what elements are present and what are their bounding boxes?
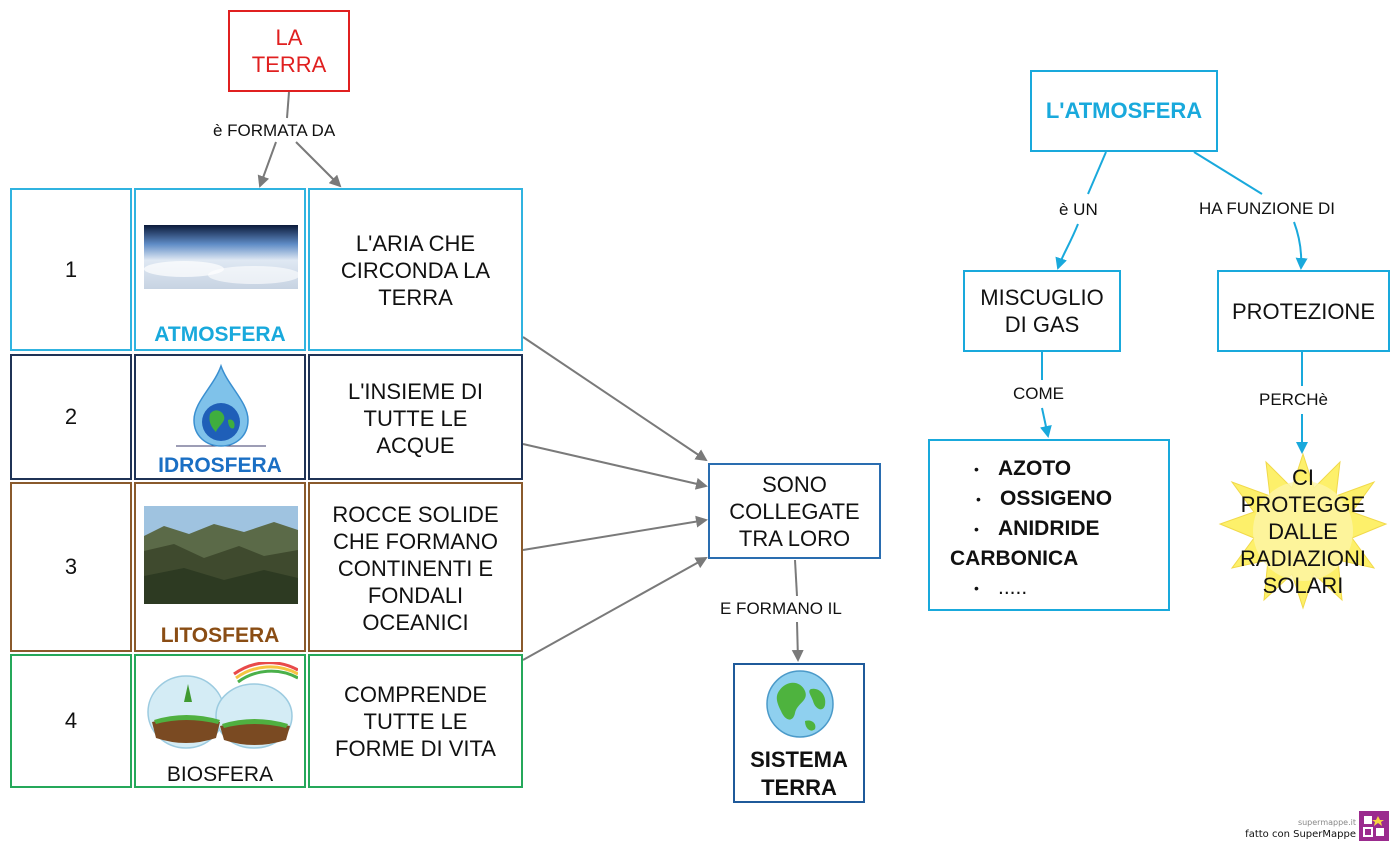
gas-item: •.....	[974, 573, 1168, 603]
footer-main: fatto con SuperMappe	[1245, 829, 1356, 840]
row-1-desc-line: CIRCONDA LA	[340, 258, 491, 283]
edge-label-come: COME	[1010, 384, 1067, 404]
footer-small: supermappe.it	[1297, 818, 1356, 827]
row-3-desc-line: CONTINENTI E	[337, 556, 494, 581]
edge-formano-sistema	[791, 621, 804, 662]
edge-label-formata: è FORMATA DA	[210, 121, 339, 141]
gas-item: CARBONICA	[950, 546, 1079, 570]
edge-collegate-label	[794, 559, 798, 597]
row-4-number: 4	[10, 654, 132, 788]
collegate-line: COLLEGATE	[729, 498, 860, 524]
row-3-number: 3	[10, 482, 132, 652]
row-1-image-cell[interactable]: ATMOSFERA	[134, 188, 306, 351]
row-4-desc-line: TUTTE LE	[363, 709, 468, 734]
row-1-desc: L'ARIA CHE CIRCONDA LA TERRA	[308, 188, 523, 351]
sistema-line1: SISTEMA	[750, 747, 848, 772]
row-3-desc-line: OCEANICI	[362, 610, 469, 635]
row-1-desc-line: TERRA	[378, 285, 453, 310]
row-4-image-cell[interactable]: BIOSFERA	[134, 654, 306, 788]
atmosphere-image	[144, 225, 298, 289]
atmosfera-title: L'ATMOSFERA	[1045, 98, 1203, 123]
sistema-line2: TERRA	[761, 775, 837, 800]
bullet-icon: •	[974, 520, 979, 537]
row-3-desc-line: FONDALI	[367, 583, 464, 608]
edge-formata-right	[295, 141, 342, 188]
row-2-label: IDROSFERA	[158, 454, 282, 477]
miscuglio-line: DI GAS	[1004, 312, 1080, 337]
row-2-image-cell[interactable]: IDROSFERA	[134, 354, 306, 480]
row-2-desc-line: L'INSIEME DI	[347, 379, 483, 404]
sistema-terra-node[interactable]: SISTEMA TERRA	[733, 663, 865, 803]
row-3-desc-line: ROCCE SOLIDE	[332, 502, 499, 527]
row-2-number: 2	[10, 354, 132, 480]
supermappe-logo-icon	[1359, 811, 1389, 841]
row-1-desc-line: L'ARIA CHE	[355, 231, 476, 256]
row-2-desc-line: TUTTE LE	[363, 406, 468, 431]
row-3-desc: ROCCE SOLIDE CHE FORMANO CONTINENTI E FO…	[308, 482, 523, 652]
edge-row4-collegate	[522, 557, 708, 661]
row-4-desc-line: FORME DI VITA	[335, 736, 496, 761]
row-2-desc-line: ACQUE	[376, 433, 455, 458]
biosphere-terrarium-image	[147, 662, 298, 749]
collegate-line: TRA LORO	[738, 525, 851, 551]
collegate-node[interactable]: SONO COLLEGATE TRA LORO	[708, 463, 881, 559]
edge-label-perche: PERCHè	[1256, 390, 1331, 410]
gas-list: •AZOTO •OSSIGENO •ANIDRIDE CARBONICA •..…	[950, 454, 1168, 603]
row-3-number-text: 3	[64, 554, 78, 579]
edge-un-miscuglio	[1055, 223, 1079, 270]
protezione-text: PROTEZIONE	[1231, 298, 1375, 324]
row-1-label: ATMOSFERA	[154, 323, 286, 346]
row-2-number-text: 2	[64, 404, 78, 429]
star-line: RADIAZIONI	[1240, 545, 1366, 571]
miscuglio-node[interactable]: MISCUGLIO DI GAS	[963, 270, 1121, 352]
row-4-label: BIOSFERA	[166, 763, 274, 786]
gas-list-node[interactable]: •AZOTO •OSSIGENO •ANIDRIDE CARBONICA •..…	[928, 439, 1170, 611]
row-1-number-text: 1	[64, 256, 78, 282]
star-text: CI PROTEGGE DALLE RADIAZIONI SOLARI	[1218, 463, 1388, 599]
edge-terra-label	[286, 91, 290, 119]
star-line: PROTEGGE	[1240, 491, 1366, 517]
footer-credit[interactable]: supermappe.it fatto con SuperMappe	[1228, 818, 1356, 842]
row-2-desc: L'INSIEME DI TUTTE LE ACQUE	[308, 354, 523, 480]
atmosfera-node[interactable]: L'ATMOSFERA	[1030, 70, 1218, 152]
gas-item: •ANIDRIDE	[974, 514, 1168, 544]
star-line: DALLE	[1268, 518, 1338, 544]
row-4-number-text: 4	[64, 708, 78, 733]
row-1-number: 1	[10, 188, 132, 351]
collegate-line: SONO	[762, 471, 827, 497]
row-4-desc: COMPRENDE TUTTE LE FORME DI VITA	[308, 654, 523, 788]
la-terra-line2: TERRA	[251, 52, 327, 77]
edge-label-un: è UN	[1056, 200, 1101, 220]
bullet-icon: •	[976, 490, 981, 507]
row-3-label: LITOSFERA	[160, 624, 280, 647]
gas-item: •OSSIGENO	[976, 484, 1168, 514]
edge-formata-left	[257, 141, 277, 188]
row-3-image-cell[interactable]: LITOSFERA	[134, 482, 306, 652]
globe-icon	[766, 670, 834, 738]
edge-atmo-funzione	[1193, 151, 1263, 195]
star-line: CI	[1292, 464, 1314, 490]
edge-label-formano: E FORMANO IL	[717, 599, 845, 619]
protezione-node[interactable]: PROTEZIONE	[1217, 270, 1390, 352]
gas-item: •AZOTO	[974, 454, 1168, 484]
edge-come-gas	[1040, 407, 1052, 438]
water-drop-globe-icon	[176, 363, 266, 447]
bullet-icon: •	[974, 460, 979, 477]
edge-funzione-protezione	[1293, 221, 1308, 270]
miscuglio-line: MISCUGLIO	[980, 285, 1104, 310]
edge-atmo-un	[1087, 151, 1107, 195]
mountain-landscape-image	[144, 506, 298, 604]
la-terra-node[interactable]: LA TERRA	[228, 10, 350, 92]
edge-row1-collegate	[522, 336, 708, 462]
edge-row2-collegate	[522, 443, 708, 490]
row-3-desc-line: CHE FORMANO	[333, 529, 498, 554]
la-terra-line1: LA	[275, 25, 303, 50]
edge-row3-collegate	[522, 515, 708, 551]
sun-burst-shape	[1218, 452, 1388, 610]
row-4-desc-line: COMPRENDE	[343, 682, 487, 707]
edge-label-funzione: HA FUNZIONE DI	[1196, 199, 1339, 219]
star-line: SOLARI	[1262, 572, 1344, 598]
bullet-icon: •	[974, 579, 979, 596]
